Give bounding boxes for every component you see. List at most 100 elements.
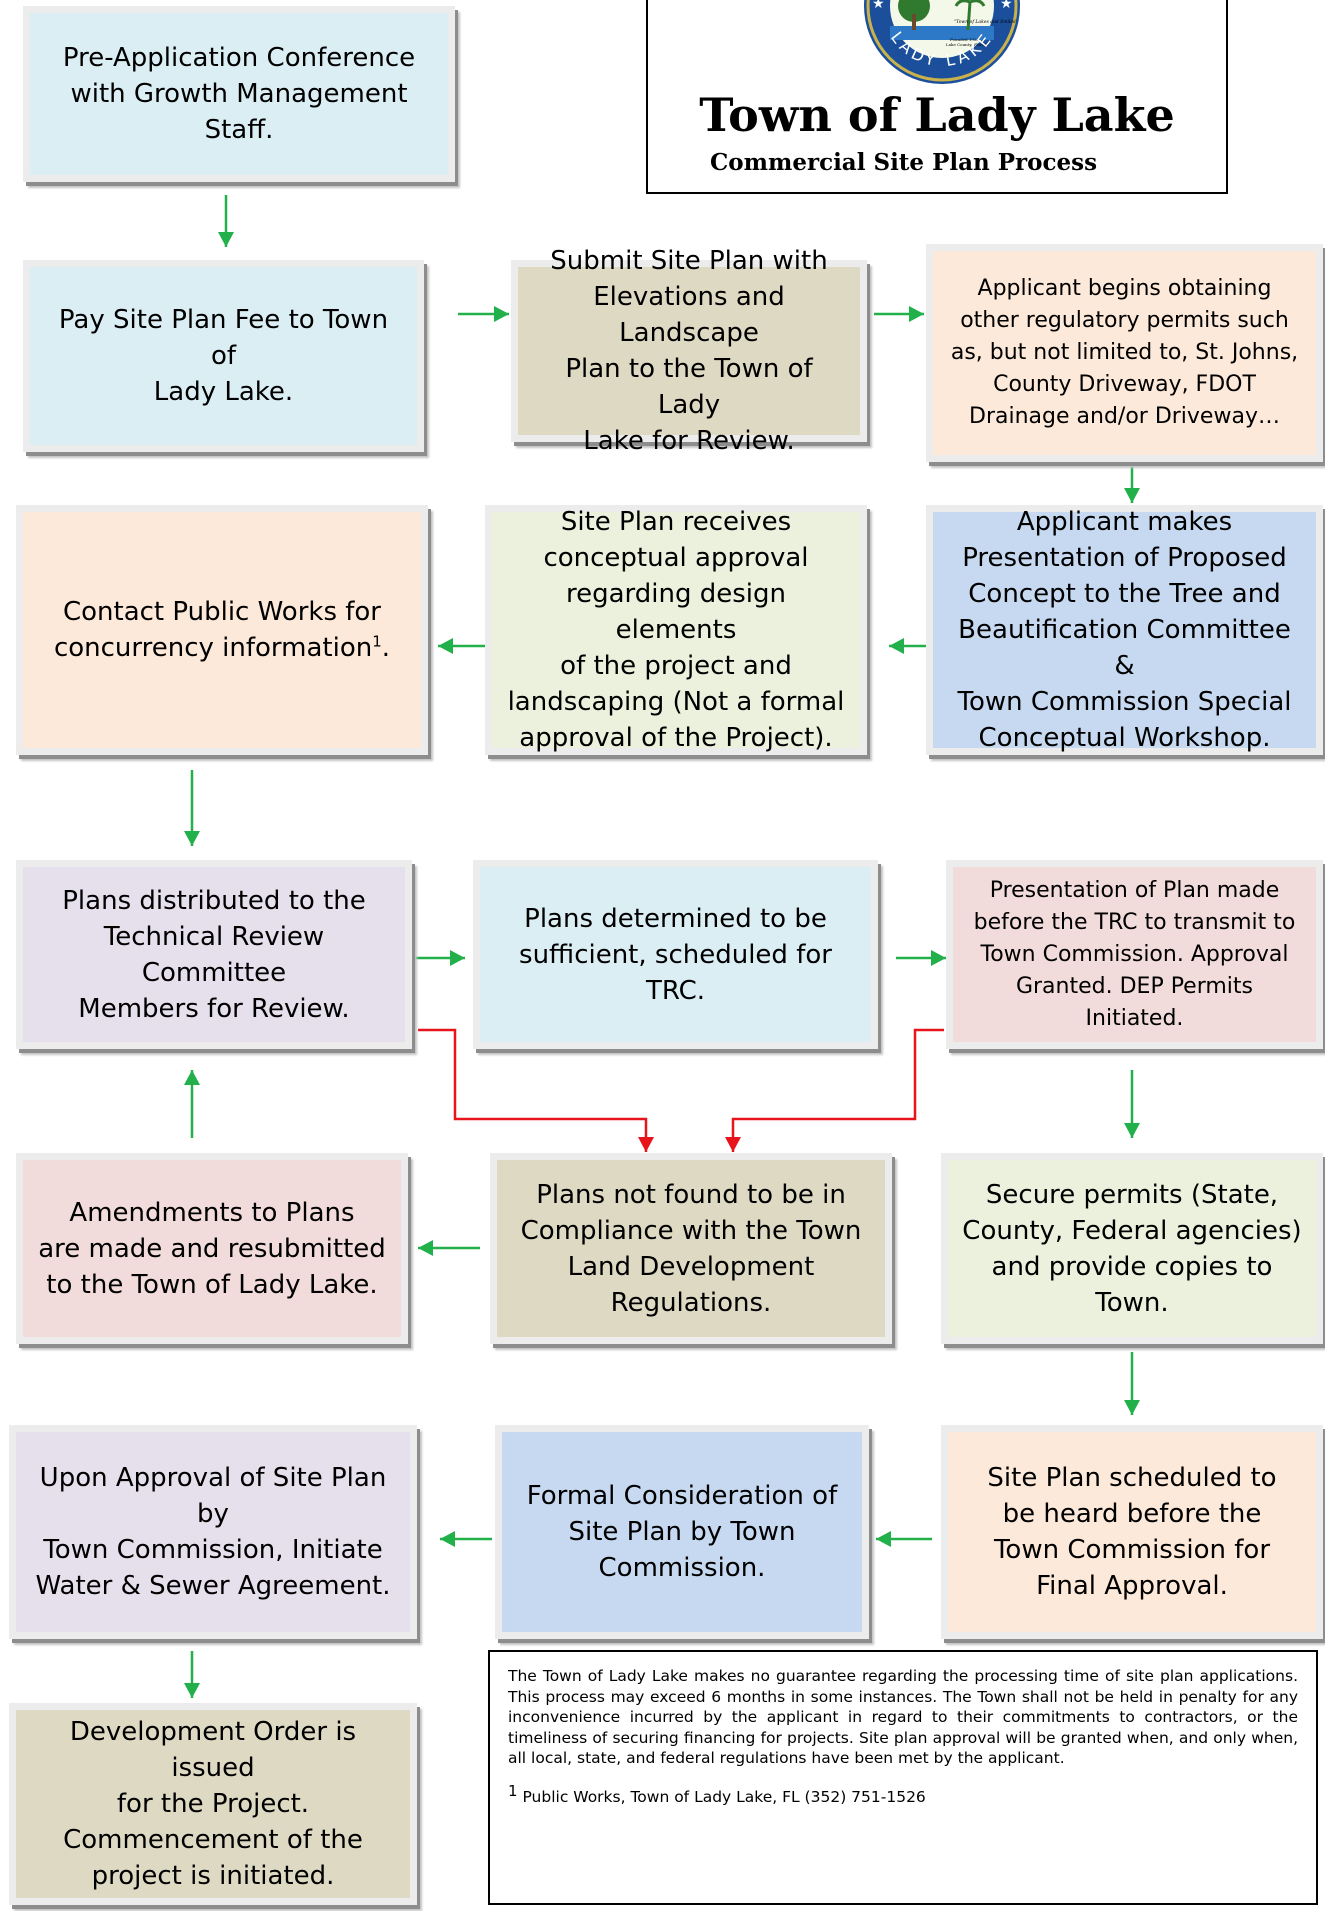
step-text: Upon Approval of Site Plan by Town Commis… bbox=[30, 1460, 396, 1604]
step-line: and provide copies to bbox=[991, 1251, 1273, 1282]
seal-star-right-icon: ★ bbox=[1000, 0, 1013, 12]
seal-founded: Founded 1925 bbox=[950, 37, 980, 42]
step-line: Final Approval. bbox=[1036, 1571, 1228, 1601]
step-text: Secure permits (State, County, Federal ag… bbox=[962, 1177, 1301, 1321]
arrowhead-icon bbox=[494, 306, 509, 322]
step-line: Committee bbox=[141, 957, 287, 988]
connector-arrow-15-to-16 bbox=[184, 1651, 200, 1698]
step-line: County, Federal agencies) bbox=[962, 1215, 1302, 1246]
connector-arrow-9-to-10 bbox=[725, 1028, 944, 1152]
step-line: Compliance with the Town bbox=[520, 1215, 862, 1246]
step-line: for the Project. bbox=[116, 1789, 310, 1819]
arrowhead-icon bbox=[438, 638, 453, 654]
connector-arrow-14-to-15 bbox=[440, 1531, 492, 1547]
step-line: concurrency information1. bbox=[54, 630, 390, 666]
step-line: Lady Lake. bbox=[153, 377, 294, 407]
step-line: Technical Review bbox=[103, 921, 325, 952]
step-line: Upon Approval of Site Plan by bbox=[39, 1463, 387, 1529]
seal-county: Lake County, Florida bbox=[946, 42, 989, 47]
step-line: Commencement of the bbox=[63, 1825, 363, 1855]
step-line: Town Commission. Approval bbox=[980, 941, 1289, 967]
connector-arrow-12-to-13 bbox=[1124, 1352, 1140, 1415]
step-line: of the project and bbox=[560, 651, 792, 681]
arrowhead-icon bbox=[638, 1137, 654, 1152]
step-line: Plans determined to be bbox=[524, 903, 827, 934]
footnote: 1 Public Works, Town of Lady Lake, FL (3… bbox=[508, 1783, 1298, 1808]
arrowhead-icon bbox=[1124, 488, 1140, 503]
connector-arrow-7-to-10 bbox=[418, 1028, 654, 1152]
step-line: Water & Sewer Agreement. bbox=[35, 1571, 391, 1601]
step-line: Drainage and/or Driveway… bbox=[969, 404, 1280, 429]
step-plans-not-in-compliance: Plans not found to be in Compliance with … bbox=[490, 1153, 892, 1344]
step-line-tail: . bbox=[381, 633, 391, 663]
step-line: be heard before the bbox=[1002, 1499, 1262, 1529]
connector-arrow-11-to-7 bbox=[184, 1070, 200, 1138]
arrowhead-icon bbox=[725, 1137, 741, 1152]
step-line: Contact Public Works for bbox=[62, 597, 381, 627]
arrowhead-icon bbox=[931, 950, 946, 966]
step-line: Plans distributed to the bbox=[62, 885, 366, 916]
step-line: Town Commission, Initiate bbox=[43, 1535, 383, 1565]
connector-arrow-5-to-6 bbox=[438, 638, 490, 654]
disclaimer-notice: The Town of Lady Lake makes no guarantee… bbox=[488, 1650, 1318, 1905]
connector-arrow-7-to-8 bbox=[412, 950, 465, 966]
step-development-order-issued: Development Order is issued for the Proje… bbox=[9, 1703, 417, 1905]
arrowhead-icon bbox=[450, 950, 465, 966]
step-line: other regulatory permits such bbox=[960, 308, 1289, 333]
connector-arrow-0-to-1 bbox=[218, 195, 234, 247]
step-line: Secure permits (State, bbox=[985, 1179, 1279, 1210]
connector-arrow-9-to-12 bbox=[1124, 1070, 1140, 1138]
arrowhead-icon bbox=[184, 1683, 200, 1698]
step-line: Pay Site Plan Fee to Town of bbox=[58, 305, 389, 371]
step-text: Pay Site Plan Fee to Town of Lady Lake. bbox=[44, 302, 403, 410]
step-line: Plans not found to be in bbox=[536, 1179, 846, 1210]
step-pay-site-plan-fee: Pay Site Plan Fee to Town of Lady Lake. bbox=[23, 260, 424, 452]
step-line: Members for Review. bbox=[78, 993, 350, 1024]
step-line: County Driveway, FDOT bbox=[993, 372, 1256, 397]
step-text: Development Order is issued for the Proje… bbox=[30, 1714, 396, 1894]
step-line: Site Plan by Town bbox=[568, 1517, 796, 1547]
step-line: Regulations. bbox=[610, 1287, 772, 1318]
step-line: Concept to the Tree and bbox=[968, 579, 1281, 609]
page-subtitle: Commercial Site Plan Process bbox=[710, 149, 1098, 176]
connector-arrow-8-to-9 bbox=[896, 950, 946, 966]
step-line: regarding design elements bbox=[565, 579, 786, 645]
step-line: Town. bbox=[1095, 1287, 1169, 1318]
seal-motto: "Town of Lakes and Smiles" bbox=[954, 19, 1017, 25]
step-line: Submit Site Plan with bbox=[550, 246, 828, 276]
step-line: Town Commission for bbox=[993, 1535, 1271, 1565]
step-line: landscaping (Not a formal bbox=[507, 687, 845, 717]
arrowhead-icon bbox=[440, 1531, 455, 1547]
step-line: Lake for Review. bbox=[583, 426, 795, 456]
arrowhead-icon bbox=[184, 1070, 200, 1085]
step-line: Development Order is issued bbox=[69, 1717, 357, 1783]
disclaimer-text: The Town of Lady Lake makes no guarantee… bbox=[508, 1667, 1298, 1767]
connector-arrow-2-to-3 bbox=[874, 306, 924, 322]
step-line: are made and resubmitted bbox=[38, 1233, 386, 1264]
footnote-mark: 1 bbox=[508, 1781, 518, 1800]
step-line: Conceptual Workshop. bbox=[978, 723, 1271, 753]
step-line: approval of the Project). bbox=[519, 723, 833, 753]
step-line-text: concurrency information bbox=[53, 633, 373, 663]
seal-star-left-icon: ★ bbox=[872, 0, 885, 12]
step-line: with Growth Management bbox=[70, 79, 408, 109]
arrowhead-icon bbox=[218, 232, 234, 247]
arrowhead-icon bbox=[418, 1240, 433, 1256]
step-line: Staff. bbox=[204, 115, 274, 145]
